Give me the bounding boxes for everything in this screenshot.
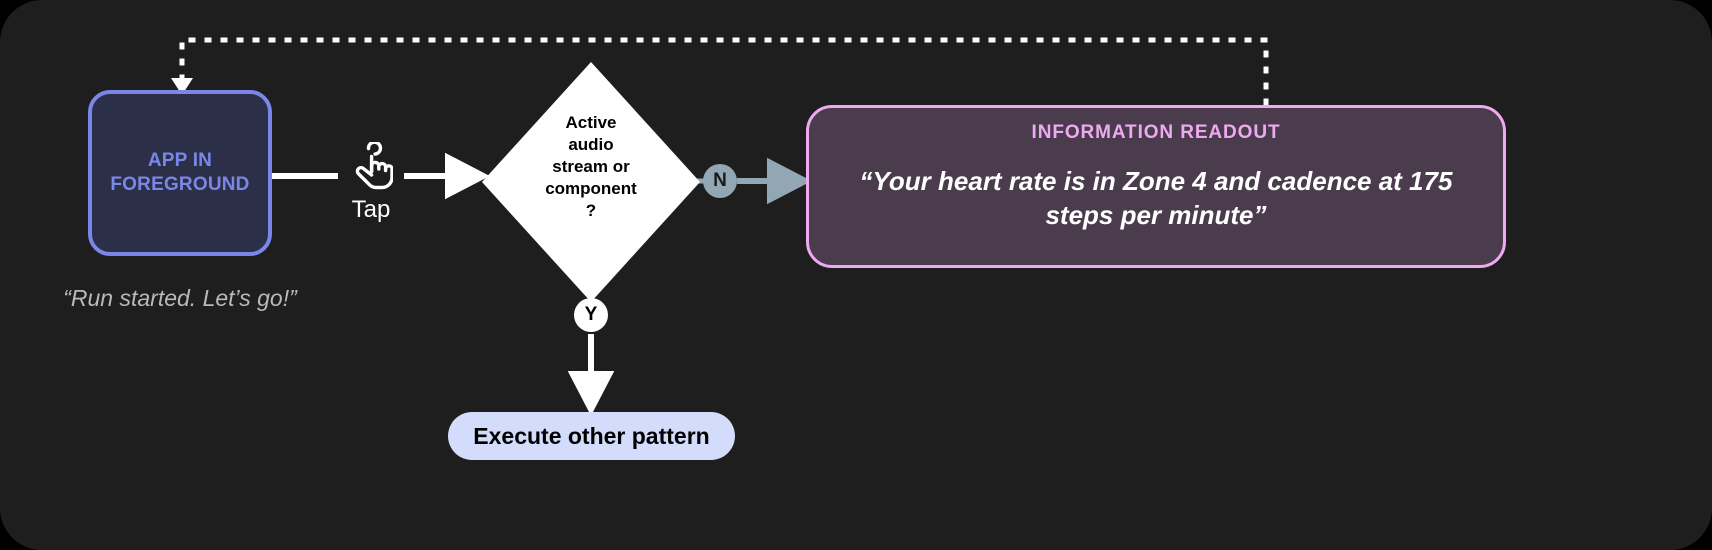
node-app-in-foreground-label: APP IN FOREGROUND <box>110 149 250 195</box>
readout-message: “Your heart rate is in Zone 4 and cadenc… <box>859 166 1453 231</box>
return-path-arrowhead <box>171 78 193 95</box>
gesture-tap-label: Tap <box>351 196 391 223</box>
gesture-tap: Tap <box>335 142 407 222</box>
node-app-in-foreground[interactable]: APP IN FOREGROUND <box>88 90 272 256</box>
readout-title: INFORMATION READOUT <box>1031 122 1281 143</box>
tap-hand-icon <box>355 142 393 190</box>
execute-other-pattern-button[interactable]: Execute other pattern <box>448 412 735 460</box>
branch-badge-no: N <box>703 164 737 198</box>
app-node-caption: “Run started. Let’s go!” <box>63 285 297 311</box>
node-information-readout[interactable]: INFORMATION READOUT “Your heart rate is … <box>806 105 1506 268</box>
return-path-dotted <box>179 37 1269 106</box>
branch-badge-yes: Y <box>574 298 608 332</box>
